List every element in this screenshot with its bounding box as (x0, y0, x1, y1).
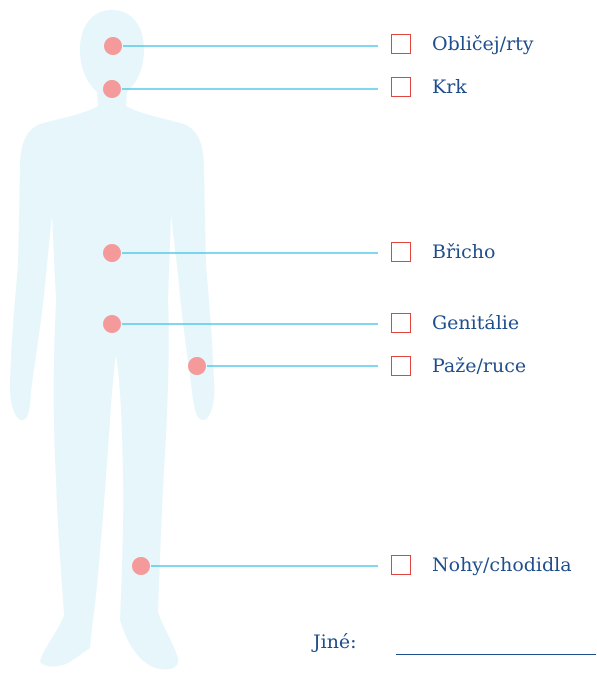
option-genitals[interactable]: Genitálie (391, 311, 519, 335)
option-label-genitals: Genitálie (432, 311, 519, 335)
checkbox-arms-hands[interactable] (391, 356, 411, 376)
other-input[interactable] (396, 630, 596, 655)
other-label: Jiné: (313, 630, 357, 654)
option-label-neck: Krk (432, 75, 467, 99)
human-silhouette (10, 10, 215, 670)
marker-dot-face-lips (104, 37, 122, 55)
option-neck[interactable]: Krk (391, 75, 467, 99)
marker-dot-neck (103, 80, 121, 98)
option-label-abdomen: Břicho (432, 240, 495, 264)
checkbox-neck[interactable] (391, 77, 411, 97)
option-abdomen[interactable]: Břicho (391, 240, 495, 264)
option-label-arms-hands: Paže/ruce (432, 354, 526, 378)
option-label-legs-feet: Nohy/chodidla (432, 553, 572, 577)
marker-dot-arms-hands (188, 357, 206, 375)
marker-dot-abdomen (103, 244, 121, 262)
checkbox-genitals[interactable] (391, 313, 411, 333)
option-legs-feet[interactable]: Nohy/chodidla (391, 553, 572, 577)
checkbox-legs-feet[interactable] (391, 555, 411, 575)
marker-dot-genitals (103, 315, 121, 333)
option-face-lips[interactable]: Obličej/rty (391, 32, 534, 56)
marker-dot-legs-feet (132, 557, 150, 575)
option-arms-hands[interactable]: Paže/ruce (391, 354, 526, 378)
checkbox-face-lips[interactable] (391, 34, 411, 54)
checkbox-abdomen[interactable] (391, 242, 411, 262)
option-label-face-lips: Obličej/rty (432, 32, 534, 56)
